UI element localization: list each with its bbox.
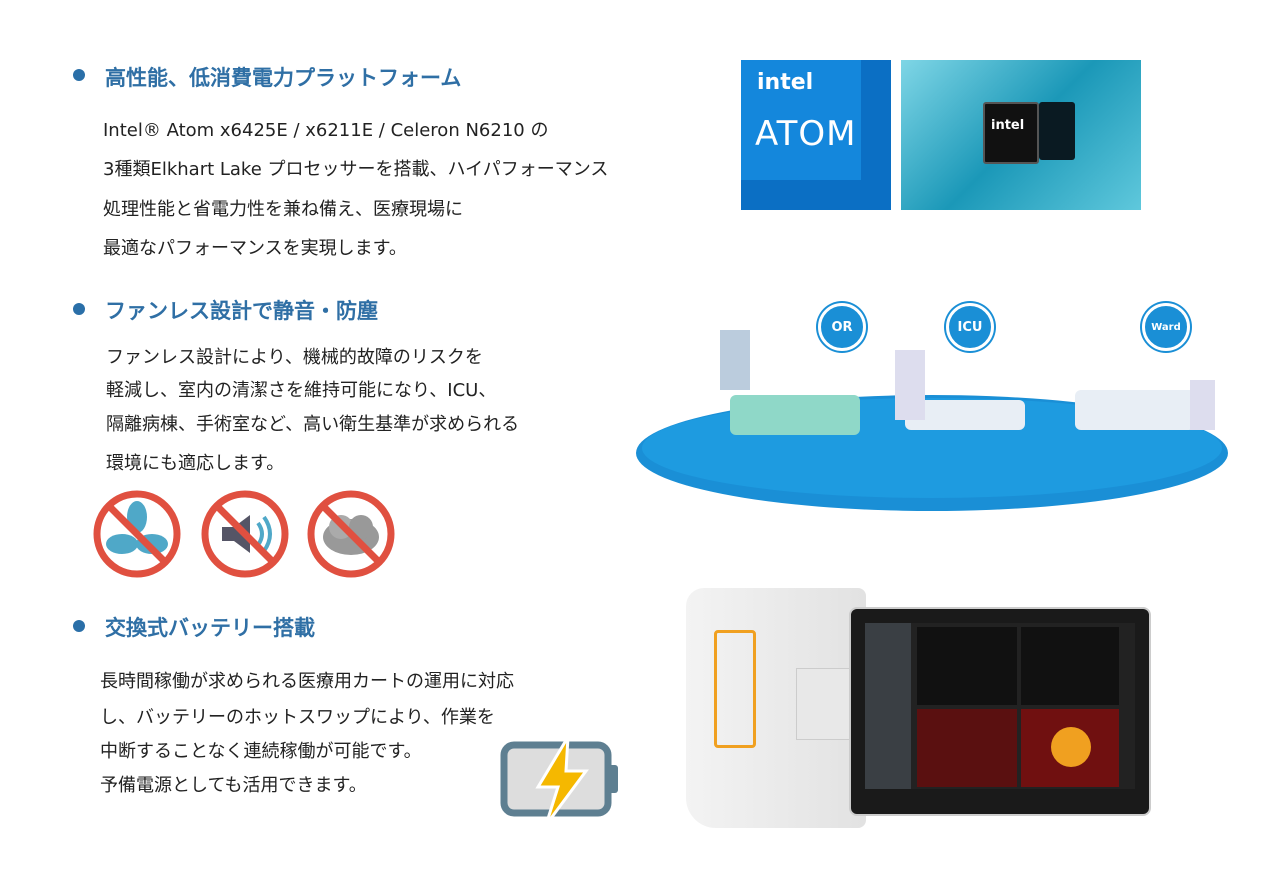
location-badge-or: OR [818, 303, 866, 351]
body-line: 軽減し、室内の清潔さを維持可能になり、ICU、 [106, 380, 497, 401]
body-line: 長時間稼働が求められる医療用カートの運用に対応 [100, 671, 514, 692]
bullet-icon [73, 620, 85, 632]
body-line: 中断することなく連続稼働が可能です。 [100, 741, 422, 762]
no-fan-icon [93, 490, 181, 578]
body-line: Intel® Atom x6425E / x6211E / Celeron N6… [103, 120, 549, 141]
atom-product-text: ATOM [755, 114, 857, 154]
section-heading-performance: 高性能、低消費電力プラットフォーム [105, 66, 462, 90]
intel-brand-text: intel [757, 70, 814, 95]
body-line: ファンレス設計により、機械的故障のリスクを [106, 347, 483, 368]
processor-chip-image: intel [901, 60, 1141, 210]
chip-brand-text: intel [991, 118, 1025, 133]
bullet-icon [73, 303, 85, 315]
no-noise-icon [201, 490, 289, 578]
tablet-back-view [686, 588, 866, 828]
location-badge-ward: Ward [1142, 303, 1190, 351]
body-line: 処理性能と省電力性を兼ね備え、医療現場に [103, 199, 463, 220]
intel-atom-logo: intel ATOM [741, 60, 891, 210]
body-line: 環境にも適応します。 [106, 453, 285, 474]
hospital-scene-illustration [636, 330, 1228, 511]
tablet-front-view [849, 607, 1151, 816]
battery-charging-icon [500, 736, 618, 826]
location-badge-icu: ICU [946, 303, 994, 351]
body-line: 予備電源としても活用できます。 [100, 775, 367, 796]
section-heading-battery: 交換式バッテリー搭載 [105, 616, 315, 640]
section-heading-fanless: ファンレス設計で静音・防塵 [105, 299, 378, 323]
body-line: 3種類Elkhart Lake プロセッサーを搭載、ハイパフォーマンス [103, 159, 609, 180]
body-line: 隔離病棟、手術室など、高い衛生基準が求められる [106, 414, 520, 435]
bullet-icon [73, 69, 85, 81]
body-line: 最適なパフォーマンスを実現します。 [103, 238, 407, 259]
no-dust-icon [307, 490, 395, 578]
body-line: し、バッテリーのホットスワップにより、作業を [100, 707, 495, 728]
